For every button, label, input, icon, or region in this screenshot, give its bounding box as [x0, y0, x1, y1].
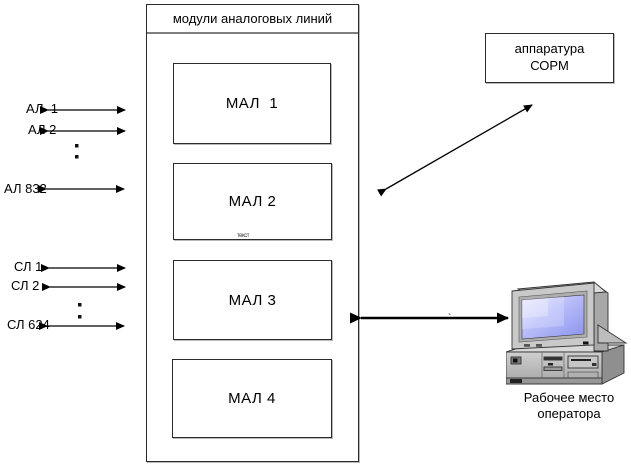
cabinet-title: модули аналоговых линий: [147, 5, 358, 34]
module-label: МАЛ 4: [228, 390, 276, 407]
module-label: МАЛ 1: [225, 95, 279, 112]
operator-caption: Рабочее место оператора: [503, 390, 631, 423]
operator-caption-line1: Рабочее место: [523, 390, 615, 405]
module-box-mal-4: МАЛ 4: [172, 359, 332, 438]
operator-workstation-icon: [506, 281, 628, 385]
tiny-note-text: текст: [237, 233, 249, 239]
operator-caption-line2: оператора: [537, 406, 601, 422]
label-al-2: АЛ 2: [28, 122, 57, 137]
label-sl-1: СЛ 1: [14, 259, 43, 274]
sorm-label-line1: аппаратура: [514, 41, 585, 57]
al-ellipsis-dots: [75, 144, 79, 159]
sorm-label-line2: СОРМ: [530, 58, 569, 73]
label-al-1: АЛ 1: [26, 101, 58, 116]
label-al-832: АЛ 832: [4, 181, 47, 196]
module-box-mal-3: МАЛ 3: [173, 260, 332, 340]
module-box-mal-1: МАЛ 1: [173, 63, 331, 144]
label-sl-2: СЛ 2: [11, 278, 40, 293]
pc-monitor: [511, 281, 628, 352]
module-label: МАЛ 3: [228, 291, 277, 309]
module-box-mal-2: МАЛ 2: [173, 163, 332, 240]
cabinet-sorm-arrow: [377, 104, 533, 197]
sorm-equipment-box: аппаратура СОРМ: [485, 33, 614, 83]
tiny-tick-mark: `: [448, 313, 452, 324]
label-sl-624: СЛ 624: [7, 317, 50, 332]
pc-case: [506, 344, 625, 385]
sl-ellipsis-dots: [78, 303, 82, 319]
module-label: МАЛ 2: [228, 193, 277, 210]
